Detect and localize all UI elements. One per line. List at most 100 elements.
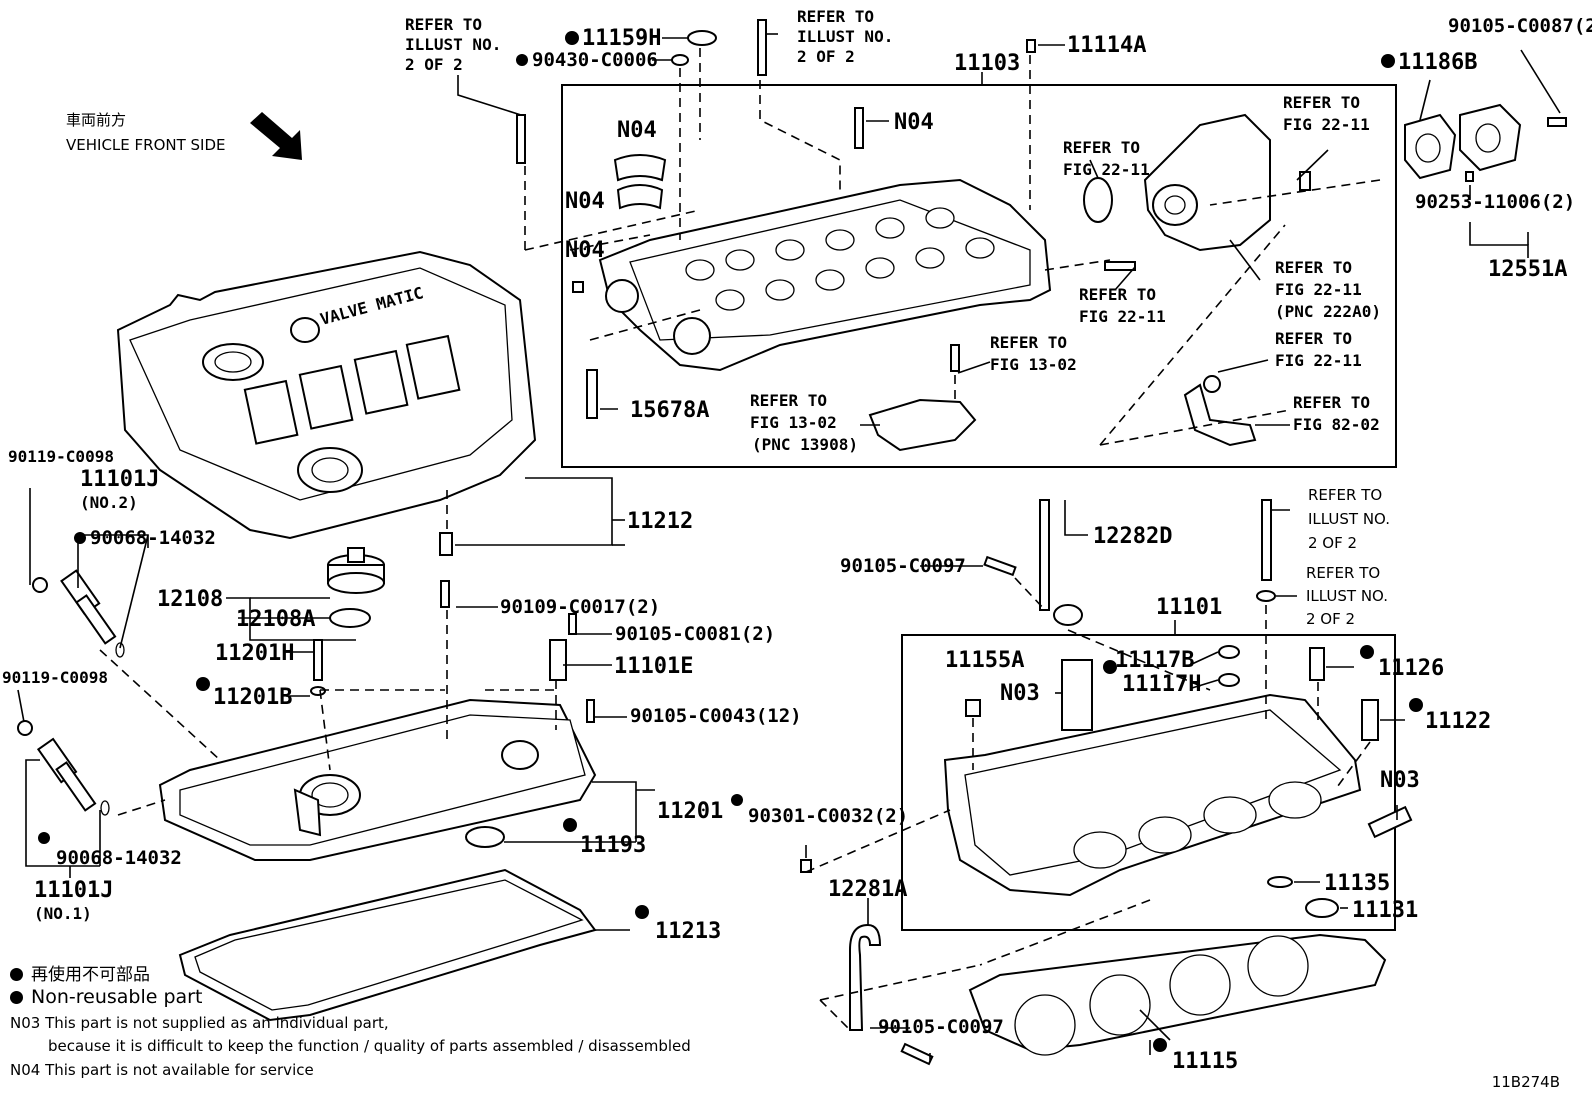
tube-n03 <box>1061 659 1093 731</box>
bolt-right-top <box>1261 499 1272 581</box>
callout-11201B: 11201B <box>213 685 292 710</box>
callout-90068-a: 90068-14032 <box>90 527 216 549</box>
stud-11212 <box>439 532 453 556</box>
callout-11101: 11101 <box>1156 595 1222 620</box>
callout-15678A: 15678A <box>630 398 709 423</box>
hook-12281A <box>849 923 882 1031</box>
callout-90068-b: 90068-14032 <box>56 847 182 869</box>
callout-90105-C0087: 90105-C0087(2) <box>1448 15 1592 37</box>
svg-text:FIG 13-02: FIG 13-02 <box>750 413 837 432</box>
svg-text:FIG 22-11: FIG 22-11 <box>1283 115 1370 134</box>
callout-11101J-no2: 11101J <box>80 467 159 492</box>
svg-text:REFER TO: REFER TO <box>1063 138 1140 157</box>
svg-text:FIG 22-11: FIG 22-11 <box>1275 351 1362 370</box>
svg-text:ILLUST NO.: ILLUST NO. <box>405 35 501 54</box>
svg-text:FIG 22-11: FIG 22-11 <box>1063 160 1150 179</box>
pin-90253 <box>1465 171 1474 182</box>
svg-text:REFER TO: REFER TO <box>750 391 827 410</box>
callout-90301: 90301-C0032(2) <box>748 805 908 827</box>
callout-90105-C0097-b: 90105-C0097 <box>878 1016 1004 1038</box>
gasket-11201B <box>310 686 326 696</box>
callout-11155A: 11155A <box>945 648 1024 673</box>
svg-text:REFER TO: REFER TO <box>1275 329 1352 348</box>
callout-11103: 11103 <box>954 51 1020 76</box>
seal-11193 <box>465 826 505 848</box>
legend-nonreusable-en: Non-reusable part <box>10 986 202 1008</box>
bolt-n04 <box>854 107 864 149</box>
callout-no2: (NO.2) <box>80 493 138 512</box>
callout-refer-illust-top2: REFER TO ILLUST NO. 2 OF 2 <box>797 7 893 66</box>
camshaft-housing <box>598 178 1052 372</box>
bolt-top-center <box>757 19 767 76</box>
ring-11135 <box>1267 876 1293 888</box>
plug-11201H <box>313 639 323 681</box>
vvt-o-ring <box>1083 177 1113 223</box>
callout-90105-C0043: 90105-C0043(12) <box>630 705 802 727</box>
head-gasket <box>968 933 1387 1056</box>
svg-text:(PNC 13908): (PNC 13908) <box>752 435 858 454</box>
vehicle-front-en: VEHICLE FRONT SIDE <box>66 136 226 154</box>
svg-text:FIG 13-02: FIG 13-02 <box>990 355 1077 374</box>
vvt-housing <box>1143 113 1271 252</box>
cylinder-head-cover <box>158 698 597 861</box>
callout-12282D: 12282D <box>1093 524 1172 549</box>
callout-11117H: 11117H <box>1122 672 1201 697</box>
callout-11115: 11115 <box>1172 1049 1238 1074</box>
n04-cap-mid <box>616 184 664 210</box>
callout-refer-illust-r1: REFER TO ILLUST NO. 2 OF 2 <box>1308 486 1390 552</box>
callout-n04-a: N04 <box>617 118 657 143</box>
callout-90105-C0097-a: 90105-C0097 <box>840 555 966 577</box>
svg-text:REFER TO: REFER TO <box>1306 564 1380 582</box>
bolt-90105-C0081 <box>568 613 577 635</box>
seal-11131 <box>1305 898 1339 918</box>
cylinder-head-box <box>901 634 1396 931</box>
front-arrow-icon <box>250 112 302 160</box>
callout-90119-a: 90119-C0098 <box>8 447 114 466</box>
svg-text:FIG 82-02: FIG 82-02 <box>1293 415 1380 434</box>
callout-11213: 11213 <box>655 919 721 944</box>
callout-11212: 11212 <box>627 509 693 534</box>
callout-11101E: 11101E <box>614 654 693 679</box>
legend-n03-line1: N03 This part is not supplied as an indi… <box>10 1014 389 1032</box>
legend-n03-line2: because it is difficult to keep the func… <box>48 1037 691 1055</box>
oil-level-tube-12282D <box>1039 499 1050 611</box>
callout-11193: 11193 <box>580 833 646 858</box>
svg-text:2 OF 2: 2 OF 2 <box>1308 534 1357 552</box>
mount-bracket-13908 <box>868 398 977 452</box>
svg-text:2 OF 2: 2 OF 2 <box>405 55 463 74</box>
callout-refer-22-11-a: REFER TO FIG 22-11 <box>1063 138 1150 179</box>
pin-11126 <box>1309 647 1325 681</box>
bolt-fig13 <box>950 344 960 372</box>
svg-text:FIG 22-11: FIG 22-11 <box>1275 280 1362 299</box>
callout-90109: 90109-C0017(2) <box>500 596 660 618</box>
gasket-90430 <box>671 54 689 66</box>
filled-dot-icon <box>10 991 23 1004</box>
svg-text:REFER TO: REFER TO <box>1283 93 1360 112</box>
engine-hanger-right <box>1183 383 1257 447</box>
camshaft-housing-box <box>561 84 1397 468</box>
svg-text:REFER TO: REFER TO <box>990 333 1067 352</box>
gasket-11117H <box>1218 673 1240 687</box>
callout-refer-22-11-b: REFER TO FIG 22-11 <box>1283 93 1370 134</box>
callout-11201: 11201 <box>657 799 723 824</box>
callout-refer-illust-top: REFER TO ILLUST NO. 2 OF 2 <box>405 15 501 74</box>
bolt-90105-C0087 <box>1547 117 1567 127</box>
svg-text:2 OF 2: 2 OF 2 <box>1306 610 1355 628</box>
ocv-valve-no2 <box>32 569 117 645</box>
bolt-top-left <box>516 114 526 164</box>
callout-n04-d: N04 <box>894 110 934 135</box>
bolt-90109 <box>440 580 450 608</box>
callout-11135: 11135 <box>1324 871 1390 896</box>
svg-text:REFER TO: REFER TO <box>405 15 482 34</box>
n04-plug <box>572 281 584 293</box>
callout-refer-82-02: REFER TO FIG 82-02 <box>1293 393 1380 434</box>
callout-refer-13-02-b: REFER TO FIG 13-02 (PNC 13908) <box>750 391 858 454</box>
callout-refer-illust-r2: REFER TO ILLUST NO. 2 OF 2 <box>1306 564 1388 628</box>
callout-90119-b: 90119-C0098 <box>2 668 108 687</box>
pin-11122 <box>1361 699 1379 741</box>
callout-12108A: 12108A <box>236 607 315 632</box>
callout-n03-a: N03 <box>1000 681 1040 706</box>
callout-12551A: 12551A <box>1488 257 1567 282</box>
vehicle-front-jp: 車両前方 <box>66 111 126 129</box>
